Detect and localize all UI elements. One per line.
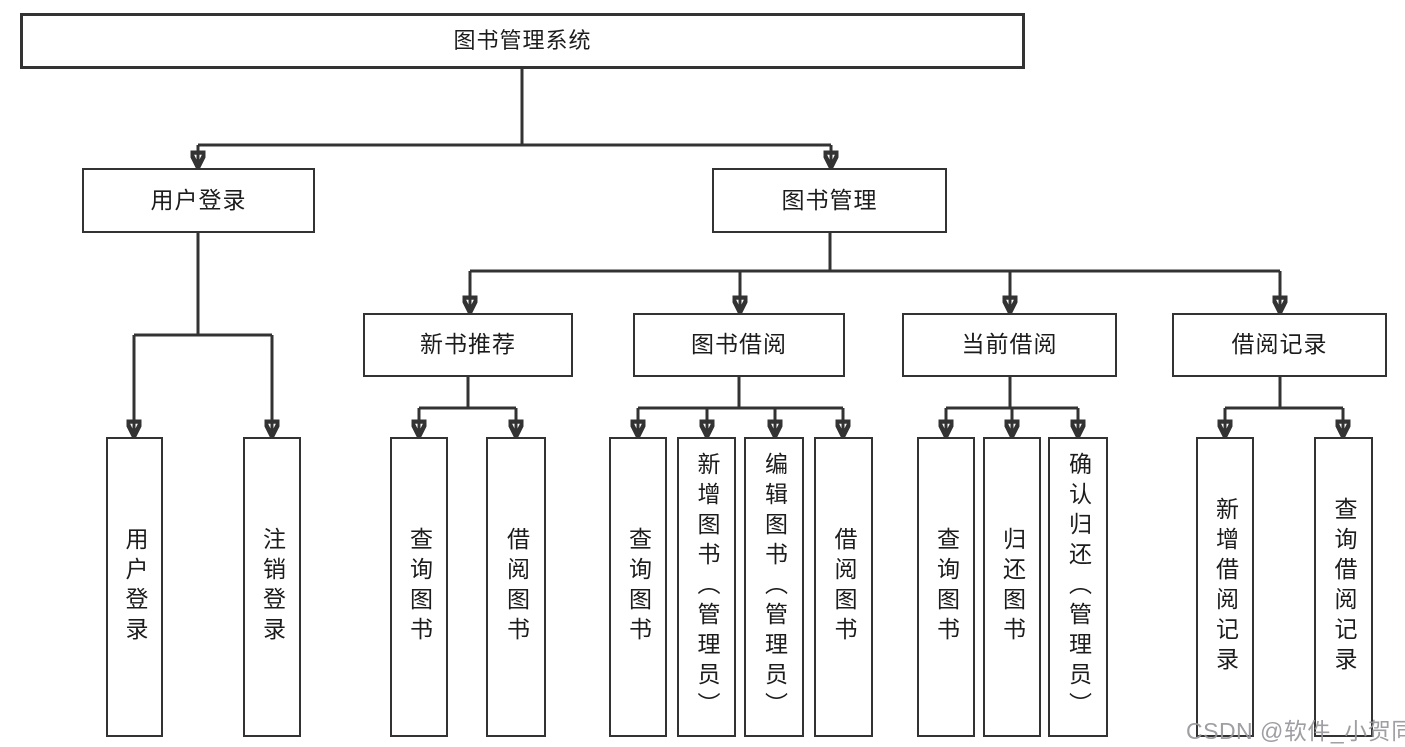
leaf-add-borrow-record: 新增借阅记录	[1196, 437, 1254, 737]
leaf-borrow-books-label: 借阅图书	[831, 527, 857, 647]
leaf-user-login-label: 用户登录	[122, 527, 148, 647]
leaf-borrow-books: 借阅图书	[814, 437, 873, 737]
leaf-borrow-query-books-label: 查询图书	[625, 527, 652, 647]
leaf-current-query-books-label: 查询图书	[933, 527, 960, 647]
node-book-management-label: 图书管理	[781, 186, 878, 213]
leaf-logout-label: 注销登录	[259, 527, 286, 647]
edge-current-borrow-children-connector	[946, 377, 1078, 435]
node-book-borrow-label: 图书借阅	[691, 331, 787, 358]
leaf-user-login: 用户登录	[106, 437, 163, 737]
csdn-watermark: CSDN @软件_小贺同学	[1186, 718, 1405, 744]
node-borrow-records: 借阅记录	[1172, 313, 1387, 377]
leaf-add-books-admin-label: 新增图书（管理员）	[694, 452, 720, 722]
leaf-recommend-query-books-label: 查询图书	[406, 527, 433, 647]
leaf-add-borrow-record-label: 新增借阅记录	[1212, 497, 1239, 677]
edge-user-login-children-connector	[134, 233, 272, 435]
edge-book-management-children-connector	[470, 233, 1280, 311]
node-root-system-label: 图书管理系统	[453, 27, 592, 53]
node-book-management: 图书管理	[712, 168, 947, 233]
node-current-borrow-label: 当前借阅	[961, 331, 1058, 358]
node-root-system: 图书管理系统	[20, 13, 1025, 69]
node-borrow-records-label: 借阅记录	[1231, 331, 1328, 358]
leaf-confirm-return-admin: 确认归还（管理员）	[1048, 437, 1108, 737]
node-new-book-recommend-label: 新书推荐	[420, 331, 516, 358]
leaf-recommend-query-books: 查询图书	[390, 437, 448, 737]
edge-book-borrow-children-connector	[638, 377, 843, 435]
leaf-return-books: 归还图书	[983, 437, 1041, 737]
node-book-borrow: 图书借阅	[633, 313, 845, 377]
leaf-recommend-borrow-books: 借阅图书	[486, 437, 546, 737]
leaf-logout: 注销登录	[243, 437, 301, 737]
leaf-edit-books-admin-label: 编辑图书（管理员）	[761, 452, 788, 722]
node-user-login: 用户登录	[82, 168, 315, 233]
edge-root-to-level2-connector	[198, 69, 831, 166]
edge-borrow-records-children-connector	[1225, 377, 1343, 435]
leaf-return-books-label: 归还图书	[999, 527, 1026, 647]
leaf-query-borrow-record-label: 查询借阅记录	[1331, 497, 1357, 677]
edge-new-book-recommend-children-connector	[419, 377, 516, 435]
leaf-add-books-admin: 新增图书（管理员）	[677, 437, 736, 737]
leaf-current-query-books: 查询图书	[917, 437, 975, 737]
node-new-book-recommend: 新书推荐	[363, 313, 573, 377]
leaf-query-borrow-record: 查询借阅记录	[1314, 437, 1373, 737]
leaf-edit-books-admin: 编辑图书（管理员）	[744, 437, 804, 737]
leaf-confirm-return-admin-label: 确认归还（管理员）	[1065, 452, 1092, 722]
node-current-borrow: 当前借阅	[902, 313, 1117, 377]
leaf-borrow-query-books: 查询图书	[609, 437, 667, 737]
node-user-login-label: 用户登录	[150, 186, 247, 213]
leaf-recommend-borrow-books-label: 借阅图书	[503, 527, 530, 647]
